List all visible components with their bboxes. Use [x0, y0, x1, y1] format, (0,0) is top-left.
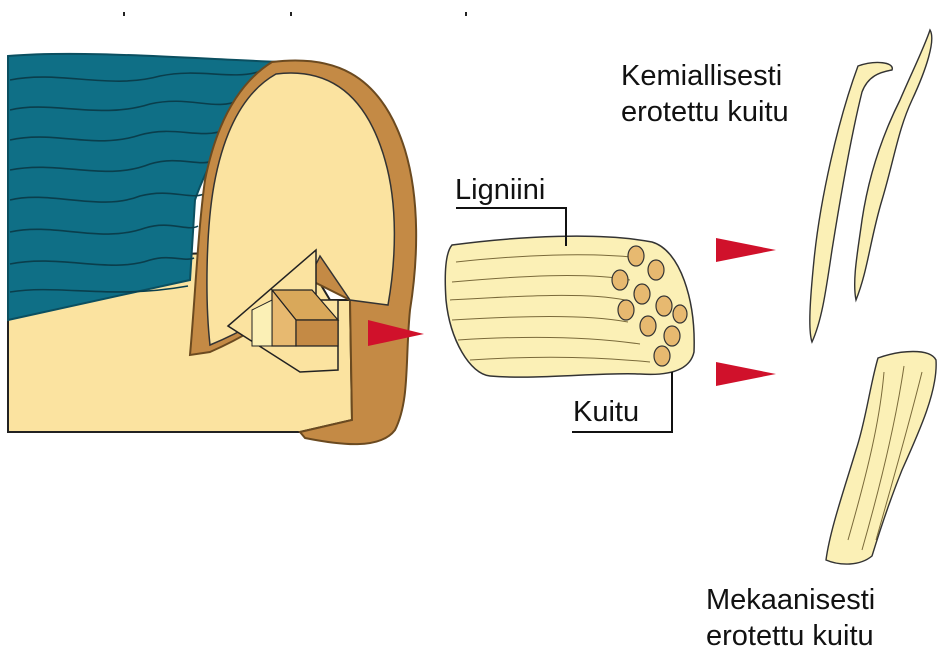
- chemical-fiber-label: Kemiallisesti erotettu kuitu: [621, 58, 789, 130]
- log-illustration: [8, 54, 416, 444]
- mechanical-label-line1: Mekaanisesti: [706, 582, 875, 618]
- mechanical-fiber-label: Mekaanisesti erotettu kuitu: [706, 582, 875, 654]
- fiber-label: Kuitu: [573, 394, 639, 430]
- chemical-fibers: [810, 30, 932, 342]
- mechanical-fiber: [826, 352, 936, 565]
- lignin-label: Ligniini: [455, 172, 545, 208]
- top-tick-marks: [124, 12, 466, 16]
- chemical-label-line1: Kemiallisesti: [621, 58, 789, 94]
- fiber-bundle: [445, 236, 694, 377]
- arrow-to-chemical: [716, 238, 776, 262]
- arrow-to-mechanical: [716, 362, 776, 386]
- mechanical-label-line2: erotettu kuitu: [706, 618, 875, 654]
- chemical-label-line2: erotettu kuitu: [621, 94, 789, 130]
